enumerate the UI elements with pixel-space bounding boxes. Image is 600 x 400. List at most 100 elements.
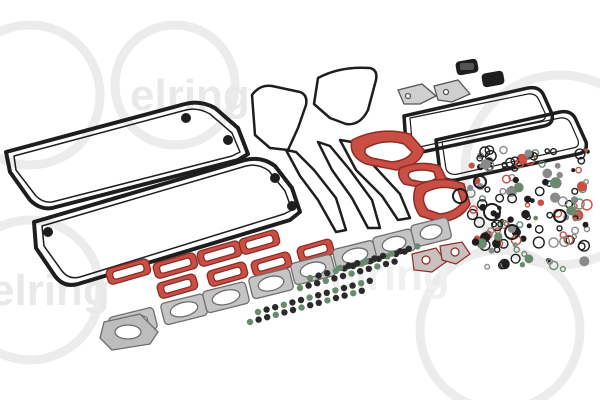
o-ring bbox=[542, 168, 553, 179]
valve-stem-seal bbox=[339, 272, 347, 280]
o-ring bbox=[524, 195, 532, 203]
valve-stem-seal bbox=[332, 294, 340, 302]
o-ring bbox=[571, 211, 581, 221]
o-ring bbox=[513, 182, 524, 193]
valve-stem-seal bbox=[391, 258, 398, 265]
valve-stem-seal bbox=[358, 280, 365, 287]
o-ring bbox=[532, 236, 545, 249]
valve-stem-seal bbox=[331, 275, 338, 282]
o-ring bbox=[577, 156, 586, 165]
o-ring bbox=[534, 186, 545, 197]
valve-stem-seal bbox=[340, 284, 348, 292]
valve-stem-seal bbox=[315, 292, 322, 299]
o-ring bbox=[490, 210, 497, 217]
valve-stem-seal bbox=[254, 308, 262, 316]
valve-stem-seal bbox=[323, 289, 330, 296]
valve-stem-seal bbox=[255, 316, 262, 323]
o-ring bbox=[473, 175, 487, 189]
o-ring bbox=[484, 263, 491, 270]
o-ring bbox=[476, 238, 487, 249]
o-ring bbox=[559, 236, 571, 248]
valve-stem-seal bbox=[366, 277, 373, 284]
o-ring bbox=[497, 261, 507, 270]
valve-stem-seal bbox=[350, 290, 357, 297]
o-ring bbox=[534, 224, 544, 234]
intake-runner-gaskets bbox=[105, 229, 335, 299]
valve-stem-seal bbox=[263, 306, 270, 313]
valve-stem-seal bbox=[354, 260, 361, 267]
valve-stem-seal bbox=[405, 245, 412, 252]
o-ring bbox=[571, 226, 580, 235]
o-ring bbox=[520, 235, 527, 242]
o-ring bbox=[490, 221, 498, 228]
valve-stem-seal bbox=[357, 268, 364, 275]
o-ring bbox=[533, 215, 539, 221]
valve-stem-seal bbox=[365, 265, 372, 272]
o-ring bbox=[488, 247, 495, 254]
o-ring bbox=[550, 192, 561, 203]
valve-cover-gasket-upper bbox=[4, 100, 250, 211]
o-ring bbox=[559, 231, 567, 239]
o-ring bbox=[492, 239, 501, 249]
valve-stem-seal bbox=[324, 297, 331, 304]
o-ring bbox=[471, 238, 480, 246]
o-ring bbox=[469, 205, 478, 214]
o-ring bbox=[521, 250, 528, 258]
o-ring bbox=[483, 160, 495, 172]
cover-seals-top bbox=[455, 58, 505, 88]
valve-stem-seal bbox=[371, 255, 378, 262]
o-ring bbox=[576, 181, 588, 192]
valve-stem-seal bbox=[246, 318, 254, 326]
o-ring bbox=[466, 208, 479, 221]
o-ring bbox=[519, 262, 526, 268]
valve-stem-seal bbox=[379, 252, 387, 260]
valve-stem-seal bbox=[297, 296, 305, 304]
o-ring bbox=[499, 187, 507, 195]
o-ring bbox=[499, 145, 508, 155]
o-ring bbox=[501, 174, 511, 184]
egr-gaskets bbox=[411, 241, 471, 273]
valve-stem-seal bbox=[315, 272, 322, 279]
valve-stem-seal bbox=[264, 314, 271, 321]
o-ring bbox=[574, 148, 586, 160]
o-ring bbox=[548, 237, 559, 248]
valve-stem-seal bbox=[314, 280, 321, 287]
o-ring bbox=[583, 178, 589, 185]
o-ring bbox=[559, 265, 567, 273]
valve-stem-seal bbox=[296, 284, 304, 292]
o-ring bbox=[556, 225, 563, 232]
o-ring bbox=[579, 256, 590, 267]
o-ring bbox=[516, 221, 524, 229]
o-ring bbox=[546, 258, 554, 265]
o-ring bbox=[507, 216, 514, 223]
o-ring bbox=[521, 209, 530, 219]
o-ring bbox=[537, 199, 545, 206]
valve-stem-seal bbox=[324, 270, 331, 277]
valve-stem-seal bbox=[298, 304, 305, 311]
o-ring bbox=[504, 224, 520, 240]
valve-stem-seal bbox=[336, 264, 344, 272]
o-ring bbox=[524, 149, 533, 158]
o-ring bbox=[512, 242, 518, 248]
o-ring bbox=[575, 166, 582, 174]
valve-stem-seal bbox=[322, 277, 329, 284]
o-ring bbox=[556, 171, 563, 179]
o-ring bbox=[571, 187, 579, 195]
valve-stem-seal bbox=[281, 309, 288, 316]
o-ring bbox=[507, 225, 516, 233]
o-ring bbox=[542, 178, 549, 186]
o-ring bbox=[538, 160, 546, 168]
o-ring bbox=[479, 146, 491, 158]
o-ring bbox=[468, 162, 475, 169]
o-ring bbox=[570, 196, 579, 204]
o-ring bbox=[582, 221, 589, 228]
valve-stem-seal bbox=[362, 257, 369, 264]
o-ring bbox=[476, 199, 488, 210]
o-ring bbox=[510, 253, 521, 264]
o-ring bbox=[507, 193, 518, 204]
o-ring bbox=[524, 202, 531, 208]
valve-stem-seal bbox=[272, 311, 279, 318]
valve-stem-seal bbox=[414, 243, 421, 250]
o-ring bbox=[581, 198, 593, 211]
valve-stem-seal bbox=[315, 299, 322, 306]
